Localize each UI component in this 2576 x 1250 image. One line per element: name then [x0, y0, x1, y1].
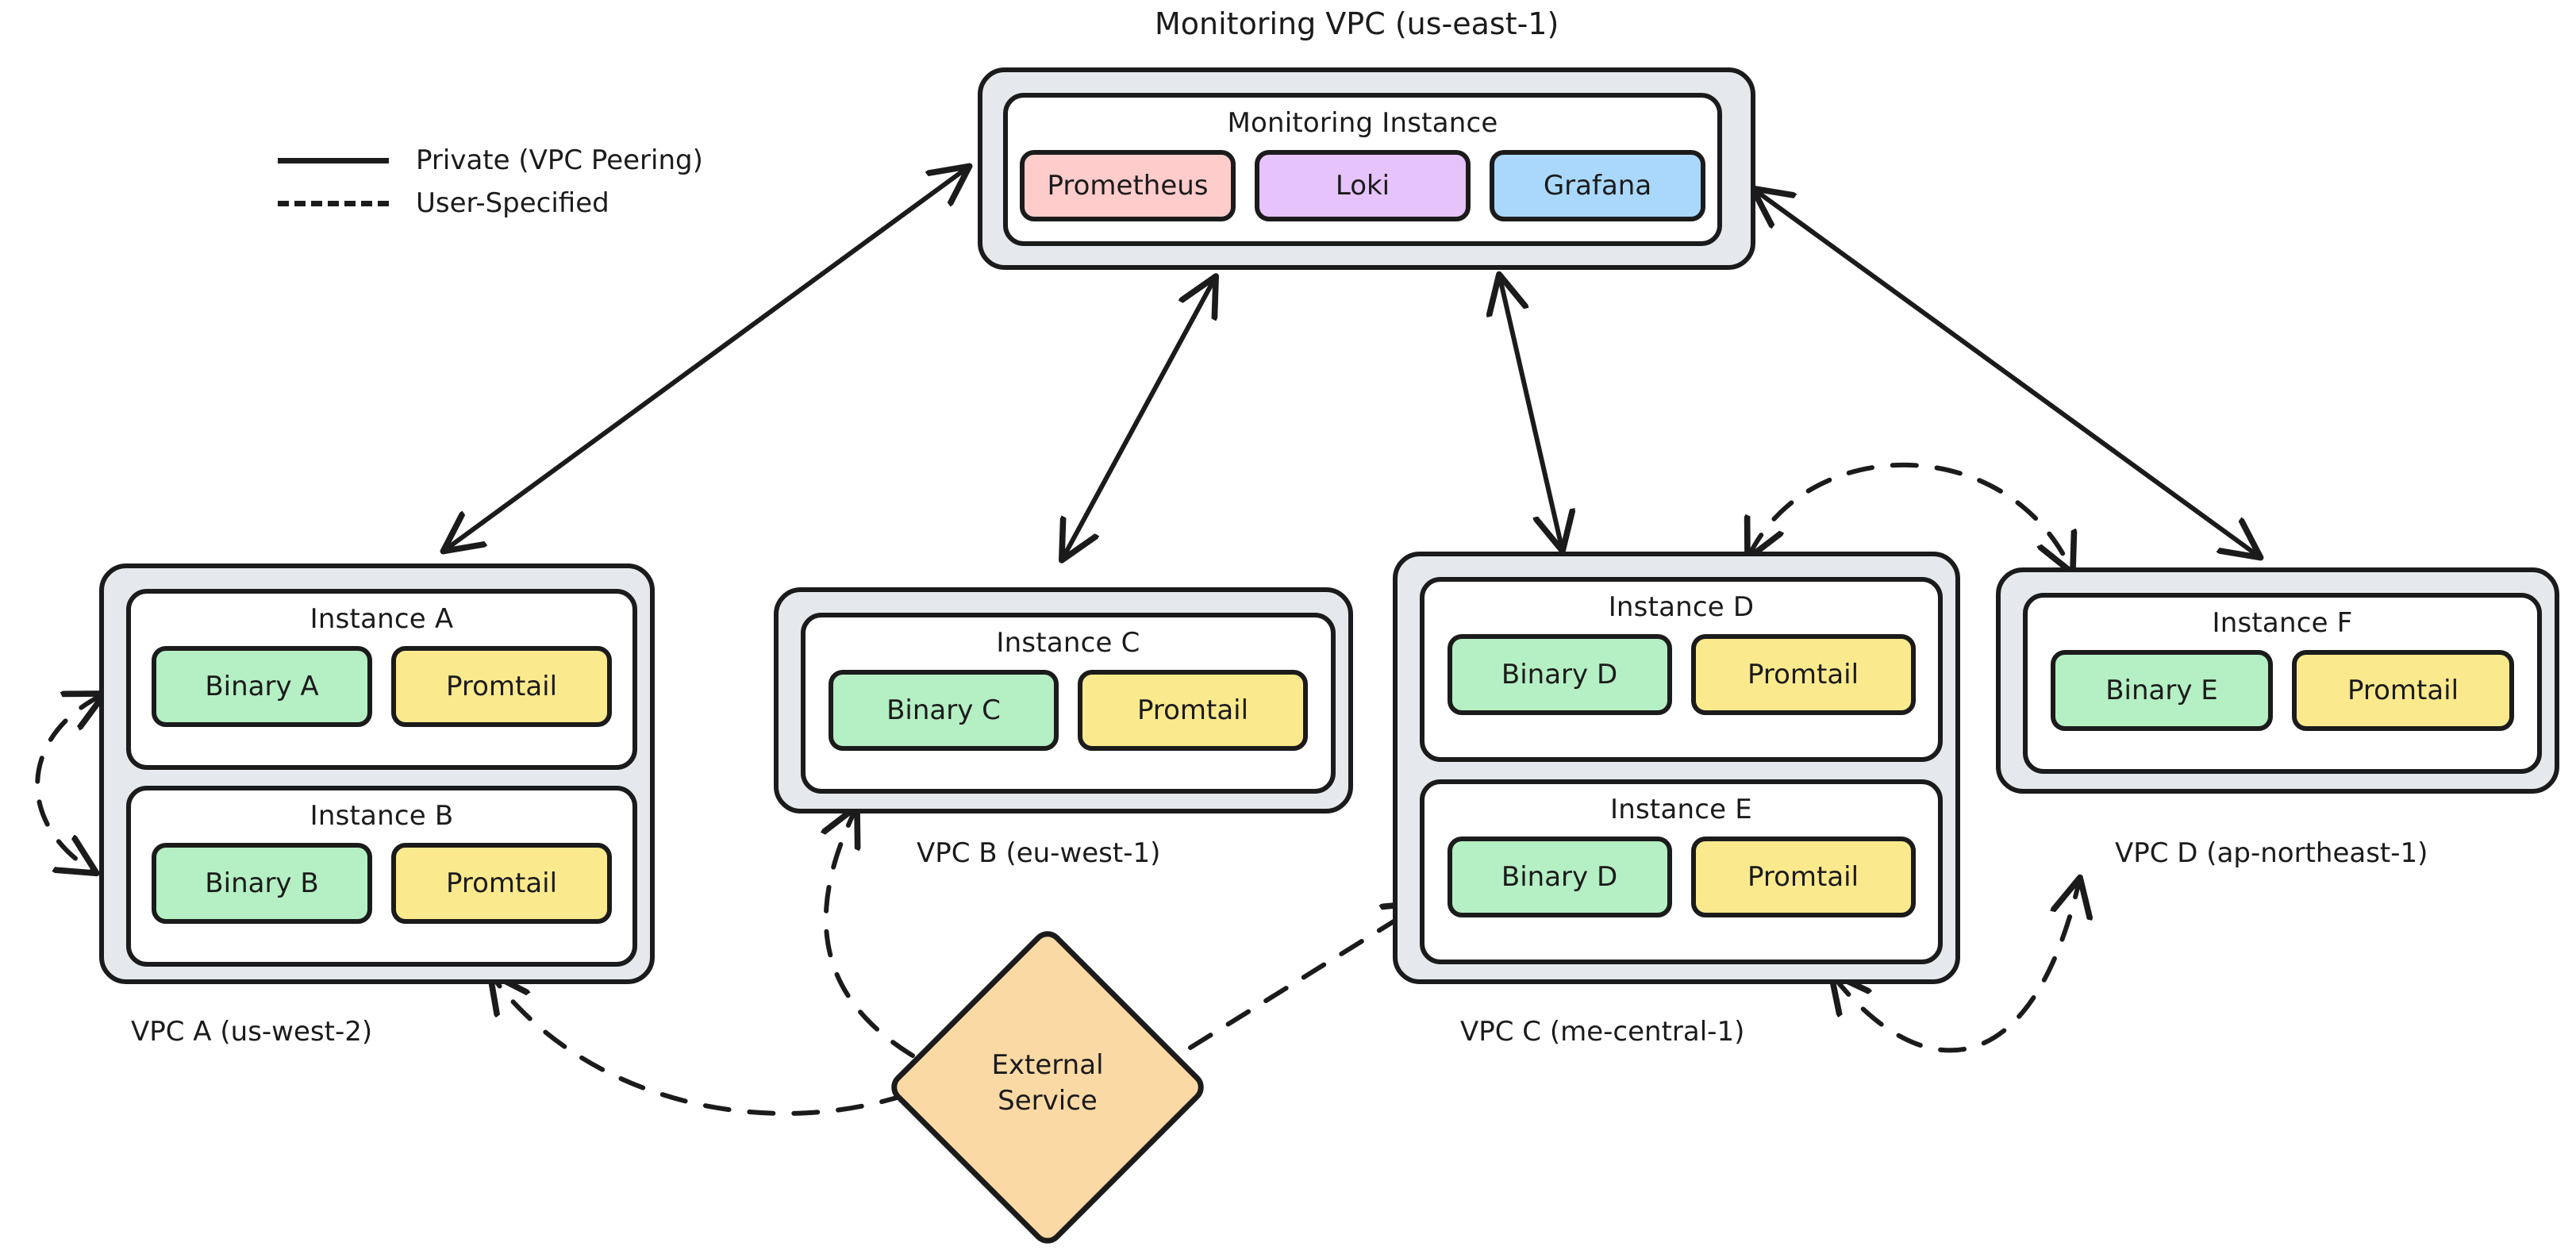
instance-b-chips: Binary B Promtail — [152, 843, 612, 924]
chip-binary-a[interactable]: Binary A — [152, 646, 372, 727]
instance-a-chips: Binary A Promtail — [152, 646, 612, 727]
vpc-c-container[interactable]: Instance D Binary D Promtail Instance E … — [1393, 552, 1960, 984]
vpc-d-container[interactable]: Instance F Binary E Promtail — [1996, 567, 2559, 794]
edge-external-to-vpc-b — [826, 810, 915, 1058]
chip-binary-e-inst-e[interactable]: Binary D — [1447, 837, 1672, 917]
instance-b[interactable]: Instance B Binary B Promtail — [126, 786, 637, 967]
external-service-line1: External — [991, 1049, 1104, 1081]
instance-a-title: Instance A — [310, 603, 454, 635]
instance-c-title: Instance C — [996, 627, 1140, 659]
edge-instance-d-to-vpc-d — [1749, 462, 2071, 570]
legend: Private (VPC Peering) User-Specified — [278, 139, 703, 225]
chip-binary-c[interactable]: Binary C — [829, 670, 1059, 751]
vpc-c-label: VPC C (me-central-1) — [1460, 1016, 1745, 1048]
instance-d-title: Instance D — [1608, 591, 1755, 623]
external-service-label: External Service — [952, 1048, 1143, 1119]
monitoring-vpc-container[interactable]: Monitoring Instance Prometheus Loki Graf… — [978, 67, 1755, 270]
legend-label-private: Private (VPC Peering) — [416, 144, 703, 176]
instance-b-title: Instance B — [310, 800, 454, 832]
edge-monitoring-to-vpc-a — [446, 168, 967, 549]
chip-promtail-f[interactable]: Promtail — [2292, 650, 2514, 731]
edge-external-to-vpc-a — [492, 976, 907, 1116]
chip-promtail-b[interactable]: Promtail — [391, 843, 612, 924]
instance-e[interactable]: Instance E Binary D Promtail — [1420, 779, 1943, 964]
instance-c-chips: Binary C Promtail — [829, 670, 1308, 751]
chip-promtail-c[interactable]: Promtail — [1078, 670, 1308, 751]
edge-monitoring-to-vpc-d — [1755, 190, 2258, 556]
legend-item-private: Private (VPC Peering) — [278, 139, 703, 182]
vpc-b-container[interactable]: Instance C Binary C Promtail — [774, 587, 1353, 813]
instance-c[interactable]: Instance C Binary C Promtail — [801, 613, 1336, 794]
edge-monitoring-to-vpc-b — [1063, 279, 1214, 557]
vpc-b-label: VPC B (eu-west-1) — [917, 837, 1161, 869]
instance-f-title: Instance F — [2212, 607, 2353, 639]
vpc-a-label: VPC A (us-west-2) — [131, 1016, 373, 1048]
monitoring-components-row: Prometheus Loki Grafana — [1020, 150, 1705, 221]
component-loki[interactable]: Loki — [1255, 150, 1471, 221]
chip-promtail-e[interactable]: Promtail — [1690, 837, 1916, 917]
instance-a[interactable]: Instance A Binary A Promtail — [126, 589, 637, 770]
edge-monitoring-to-vpc-c — [1500, 278, 1562, 548]
external-service-line2: Service — [998, 1084, 1098, 1117]
instance-d-chips: Binary D Promtail — [1447, 634, 1916, 715]
monitoring-instance[interactable]: Monitoring Instance Prometheus Loki Graf… — [1003, 93, 1722, 246]
vpc-d-label: VPC D (ap-northeast-1) — [2115, 837, 2428, 869]
vpc-a-container[interactable]: Instance A Binary A Promtail Instance B … — [99, 563, 655, 984]
instance-f[interactable]: Instance F Binary E Promtail — [2023, 593, 2542, 774]
monitoring-instance-title: Monitoring Instance — [1227, 107, 1498, 139]
edge-instance-a-to-instance-b — [35, 695, 102, 871]
chip-binary-e[interactable]: Binary E — [2051, 650, 2273, 731]
instance-d[interactable]: Instance D Binary D Promtail — [1420, 577, 1943, 762]
instance-e-chips: Binary D Promtail — [1447, 837, 1916, 917]
chip-promtail-a[interactable]: Promtail — [391, 646, 612, 727]
monitoring-vpc-label: Monitoring VPC (us-east-1) — [1155, 6, 1559, 41]
edge-external-to-instance-e — [1188, 905, 1421, 1050]
instance-f-chips: Binary E Promtail — [2051, 650, 2514, 731]
chip-promtail-d[interactable]: Promtail — [1690, 634, 1916, 715]
legend-line-solid-icon — [278, 157, 389, 163]
legend-item-user-specified: User-Specified — [278, 182, 703, 225]
component-prometheus[interactable]: Prometheus — [1020, 150, 1236, 221]
instance-e-title: Instance E — [1610, 794, 1752, 825]
legend-line-dashed-icon — [278, 200, 389, 206]
chip-binary-b[interactable]: Binary B — [152, 843, 372, 924]
legend-label-user-specified: User-Specified — [416, 187, 609, 219]
chip-binary-d[interactable]: Binary D — [1447, 634, 1672, 715]
component-grafana[interactable]: Grafana — [1490, 150, 1705, 221]
edge-vpc-c-to-vpc-d — [1833, 881, 2079, 1053]
